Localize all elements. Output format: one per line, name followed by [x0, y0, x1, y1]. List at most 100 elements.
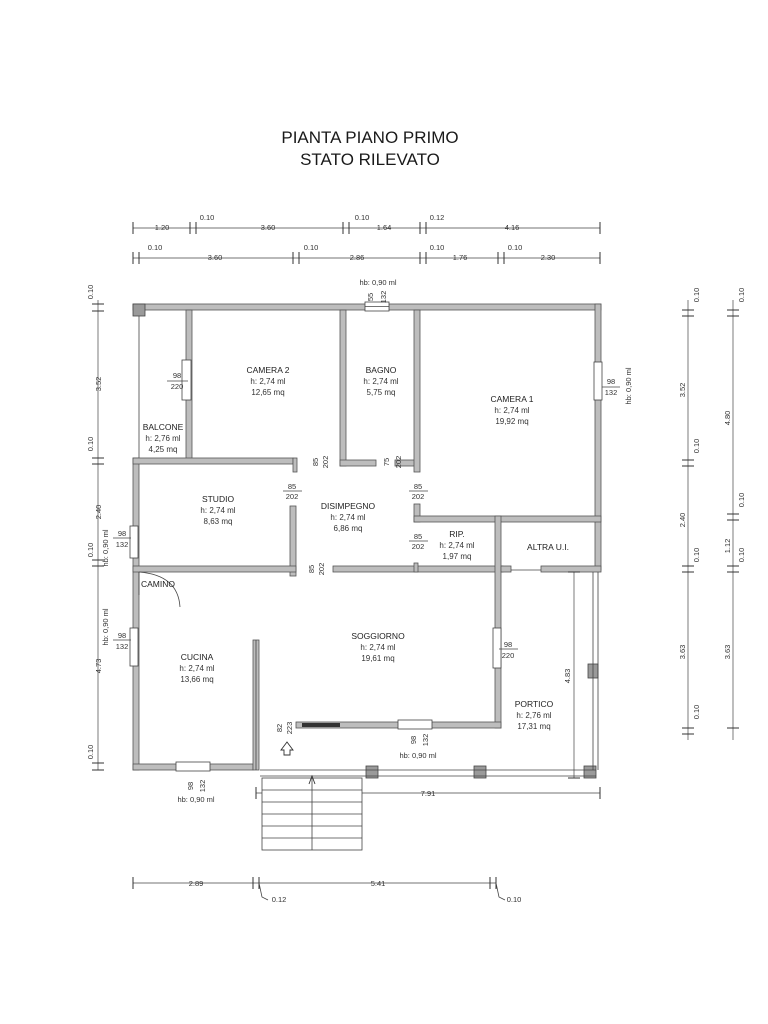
window-height-label: 132	[379, 291, 388, 304]
room-name: SOGGIORNO	[351, 631, 405, 641]
top-dimension-row-2: 0.10 3.60 0.10 2.86 0.10 1.76 0.10 2.30	[132, 243, 601, 264]
dim-text: 1.12	[723, 539, 732, 554]
room-area: 13,66 mq	[180, 675, 213, 684]
door-height-label: 202	[286, 492, 299, 501]
room-name: RIP.	[449, 529, 464, 539]
dim-text: 0.10	[737, 548, 746, 563]
room-bagno: BAGNO h: 2,74 ml 5,75 mq	[363, 365, 398, 397]
room-height: h: 2,76 ml	[145, 434, 180, 443]
room-area: 8,63 mq	[204, 517, 233, 526]
door-width-label: 75	[382, 458, 391, 466]
window-width-label: 98	[186, 782, 195, 790]
dim-text: 1.64	[377, 223, 392, 232]
dim-text: 2.40	[94, 505, 103, 520]
room-area: 19,92 mq	[495, 417, 528, 426]
dim-text: 4.80	[723, 411, 732, 426]
room-name: STUDIO	[202, 494, 235, 504]
dim-text: 0.10	[737, 493, 746, 508]
room-height: h: 2,76 ml	[516, 711, 551, 720]
top-dimension-row-1: 1.20 0.10 3.60 0.10 1.64 0.12 4.16	[132, 213, 601, 234]
dim-text: 0.10	[737, 288, 746, 303]
dim-text: 0.10	[86, 543, 95, 558]
dim-text: 0.10	[692, 288, 701, 303]
dim-text: 3.52	[678, 383, 687, 398]
window-height-label: 132	[116, 642, 129, 651]
dim-text: 3.60	[208, 253, 223, 262]
left-dimension-column: 0.10 3.52 0.10 2.40 0.10 4.73 0.10	[86, 285, 104, 771]
door-height-label: 202	[412, 542, 425, 551]
room-area: 6,86 mq	[334, 524, 363, 533]
window-width-label: 98	[118, 529, 126, 538]
dim-text: 2.40	[678, 513, 687, 528]
room-height: h: 2,74 ml	[363, 377, 398, 386]
dim-text: 0.10	[508, 243, 523, 252]
window-width-label: 98	[504, 640, 512, 649]
room-height: h: 2,74 ml	[360, 643, 395, 652]
dim-text: 0.10	[200, 213, 215, 222]
window-width-label: 98	[607, 377, 615, 386]
door-height-label: 202	[321, 456, 330, 469]
dim-text: 2.30	[541, 253, 556, 262]
room-name: BALCONE	[143, 422, 184, 432]
room-area: 1,97 mq	[443, 552, 472, 561]
room-height: h: 2,74 ml	[330, 513, 365, 522]
window-hb-label: hb: 0,90 ml	[624, 367, 633, 404]
dim-text: 0.10	[148, 243, 163, 252]
door-width-label: 82	[275, 724, 284, 732]
dim-text: 0.10	[692, 439, 701, 454]
dim-text: 0.10	[430, 243, 445, 252]
window-height-label: 220	[502, 651, 515, 660]
room-name: CAMERA 1	[491, 394, 534, 404]
window-hb-label: hb: 0,90 ml	[101, 529, 110, 566]
room-height: h: 2,74 ml	[250, 377, 285, 386]
dim-text: 3.63	[723, 645, 732, 660]
dim-text: 5.41	[371, 879, 386, 888]
room-camera-1: CAMERA 1 h: 2,74 ml 19,92 mq	[491, 394, 534, 426]
dim-text: 4.73	[94, 659, 103, 674]
window-hb-label: hb: 0,90 ml	[359, 278, 396, 287]
window-height-label: 132	[116, 540, 129, 549]
dim-text: 0.10	[355, 213, 370, 222]
room-soggiorno: SOGGIORNO h: 2,74 ml 19,61 mq	[351, 631, 405, 663]
door-width-label: 85	[414, 482, 422, 491]
room-name: BAGNO	[366, 365, 397, 375]
window-height-label: 132	[198, 780, 207, 793]
room-height: h: 2,74 ml	[200, 506, 235, 515]
window-hb-label: hb: 0,90 ml	[399, 751, 436, 760]
window-width-label: 55	[366, 293, 375, 301]
room-name: CUCINA	[181, 652, 214, 662]
room-area: 4,25 mq	[149, 445, 178, 454]
room-cucina: CUCINA h: 2,74 ml 13,66 mq	[179, 652, 214, 684]
door-height-label: 202	[394, 456, 403, 469]
right-dimension-column-2: 0.10 4.80 0.10 1.12 0.10 3.63	[723, 288, 746, 740]
door-width-label: 85	[288, 482, 296, 491]
dim-text: 0.10	[86, 285, 95, 300]
room-area: 17,31 mq	[517, 722, 550, 731]
window-height-label: 132	[421, 734, 430, 747]
window-hb-label: hb: 0,90 ml	[177, 795, 214, 804]
room-studio: STUDIO h: 2,74 ml 8,63 mq	[200, 494, 235, 526]
room-name: CAMERA 2	[247, 365, 290, 375]
door-width-label: 85	[307, 565, 316, 573]
dim-text: 2.89	[189, 879, 204, 888]
room-height: h: 2,74 ml	[494, 406, 529, 415]
room-camera-2: CAMERA 2 h: 2,74 ml 12,65 mq	[247, 365, 290, 397]
portico-dimensions: 4.83 7.91	[255, 571, 601, 799]
entrance-stairs	[261, 774, 363, 851]
room-portico: PORTICO h: 2,76 ml 17,31 mq	[515, 699, 554, 731]
right-dimension-column-1: 0.10 3.52 0.10 2.40 0.10 3.63 0.10	[678, 288, 701, 740]
dim-text: 0.10	[692, 705, 701, 720]
dim-text: 3.52	[94, 377, 103, 392]
door-width-label: 85	[414, 532, 422, 541]
dim-text: 0.10	[507, 895, 522, 904]
door-height-label: 223	[285, 722, 294, 735]
room-name: DISIMPEGNO	[321, 501, 376, 511]
bottom-dimension-row: 2.89 0.12 5.41 0.10	[132, 877, 522, 904]
entrance-arrow-icon	[280, 741, 294, 756]
window-width-label: 98	[173, 371, 181, 380]
dim-text: 2.86	[350, 253, 365, 262]
room-balcone: BALCONE h: 2,76 ml 4,25 mq	[143, 422, 184, 454]
dim-text: 4.83	[563, 669, 572, 684]
room-height: h: 2,74 ml	[439, 541, 474, 550]
dim-text: 1.20	[155, 223, 170, 232]
